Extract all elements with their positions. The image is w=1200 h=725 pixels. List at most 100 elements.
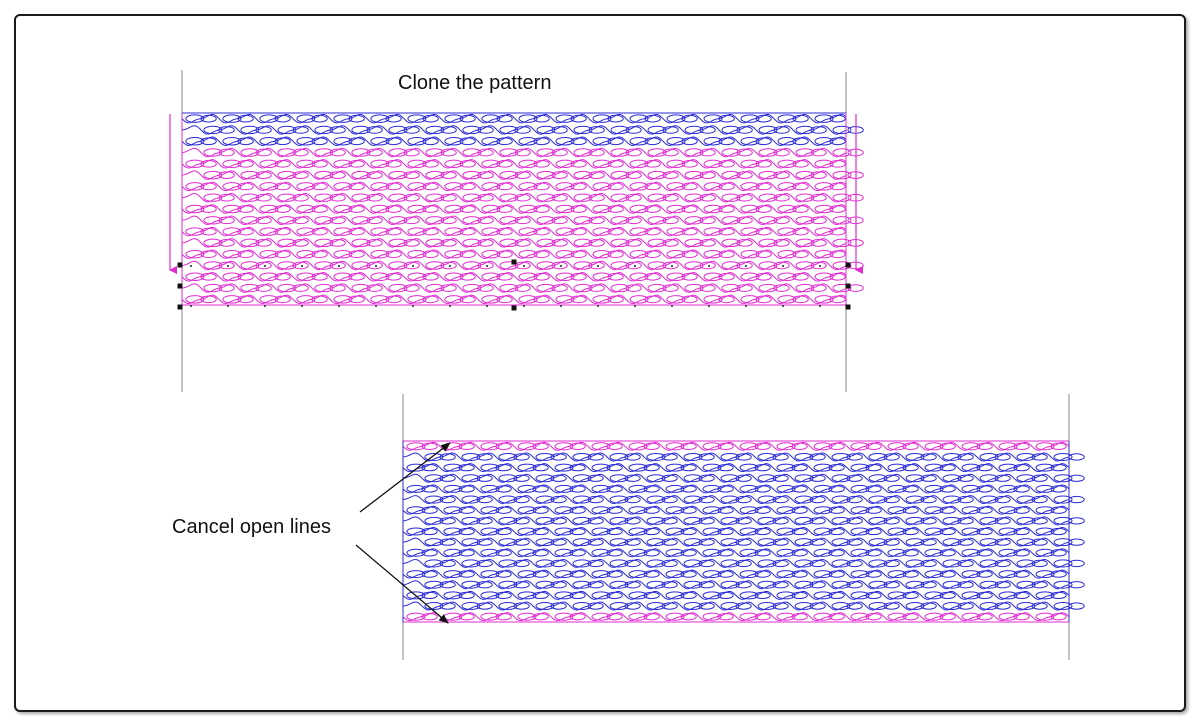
pattern-loop: [385, 114, 402, 123]
selection-node-mark: [634, 265, 636, 267]
selection-handle[interactable]: [511, 305, 517, 311]
selection-handle[interactable]: [177, 283, 183, 289]
pattern-loop: [831, 495, 851, 504]
pattern-loop: [624, 453, 641, 461]
pattern-loop: [720, 452, 740, 461]
pattern-loop: [776, 506, 796, 515]
pattern-loop: [476, 602, 493, 610]
pattern-loop: [606, 613, 623, 621]
pattern-loop: [461, 602, 481, 611]
pattern-loop: [739, 463, 759, 472]
pattern-loop: [554, 591, 574, 600]
pattern-loop: [296, 249, 316, 259]
pattern-loop: [629, 182, 649, 191]
pattern-loop: [957, 474, 974, 482]
pattern-loop: [311, 182, 328, 191]
pattern-loop: [461, 559, 481, 568]
pattern-loop: [592, 137, 612, 146]
pattern-loop: [757, 516, 777, 525]
pattern-loop: [517, 506, 537, 515]
pattern-loop: [629, 295, 649, 304]
figure-frame: [14, 14, 1186, 712]
pattern-loop: [443, 591, 463, 600]
pattern-loop: [498, 495, 518, 504]
pattern-loop: [625, 261, 642, 270]
pattern-loop: [1035, 484, 1055, 493]
pattern-loop: [717, 527, 734, 536]
pattern-loop: [496, 272, 513, 281]
pattern-loop: [329, 216, 346, 225]
pattern-loop: [832, 216, 852, 225]
selection-handle[interactable]: [845, 304, 851, 310]
pattern-loop: [832, 170, 852, 180]
pattern-loop: [850, 527, 870, 536]
pattern-loop: [610, 261, 630, 270]
pattern-loop: [499, 148, 519, 157]
pattern-loop: [592, 272, 612, 281]
pattern-loop: [518, 295, 538, 304]
pattern-loop: [646, 559, 666, 568]
pattern-loop: [462, 261, 482, 270]
pattern-loop: [535, 495, 555, 504]
pattern-loop: [481, 114, 501, 123]
pattern-loop: [795, 261, 815, 270]
pattern-loop: [905, 516, 925, 525]
pattern-loop: [514, 216, 531, 225]
pattern-loop: [314, 216, 334, 225]
pattern-loop: [406, 484, 426, 493]
pattern-loop: [758, 261, 778, 270]
pattern-loop: [1016, 538, 1036, 547]
pattern-loop: [865, 442, 882, 450]
pattern-loop: [846, 453, 863, 461]
pattern-loop: [555, 272, 575, 281]
pattern-loop: [961, 527, 981, 536]
pattern-loop: [314, 261, 334, 270]
pattern-loop: [498, 559, 518, 568]
selection-handle[interactable]: [845, 283, 851, 289]
pattern-loop: [496, 205, 513, 213]
pattern-loop: [496, 137, 513, 146]
pattern-loop: [481, 295, 501, 304]
selection-handle[interactable]: [177, 262, 183, 268]
pattern-loop: [495, 506, 512, 514]
pattern-row-line: [402, 612, 1070, 622]
selection-handle[interactable]: [177, 304, 183, 310]
pattern-loop: [699, 126, 716, 134]
pattern-loop: [292, 284, 309, 292]
pattern-loop: [680, 591, 697, 600]
pattern-loop: [480, 484, 500, 493]
pattern-loop: [569, 506, 586, 514]
pattern-loop: [625, 216, 642, 225]
selection-handle[interactable]: [511, 259, 517, 265]
pattern-loop: [536, 261, 556, 270]
pattern-loop: [203, 238, 223, 248]
pattern-loop: [754, 506, 771, 514]
selection-node-mark: [671, 265, 673, 267]
pattern-loop: [832, 283, 852, 293]
pattern-loop: [684, 238, 704, 248]
pattern-loop: [791, 485, 808, 493]
selection-box[interactable]: [177, 259, 851, 311]
pattern-loop: [533, 137, 550, 146]
pattern-loop: [628, 484, 648, 493]
pattern-loop: [458, 463, 475, 472]
pattern-loop: [551, 284, 568, 292]
pattern-loop: [1053, 559, 1073, 568]
pattern-loop: [535, 516, 555, 525]
pattern-loop: [961, 442, 981, 451]
pattern-loop: [961, 463, 981, 472]
pattern-loop: [942, 580, 962, 589]
pattern-loop: [942, 559, 962, 568]
pattern-loop: [957, 559, 974, 568]
pattern-loop: [810, 216, 827, 225]
pattern-loop: [739, 548, 759, 557]
pattern-loop: [1013, 442, 1030, 450]
pattern-loop: [255, 148, 272, 157]
pattern-loop: [237, 114, 254, 123]
pattern-loop: [772, 517, 789, 525]
pattern-loop: [795, 125, 815, 135]
pattern-loop: [684, 170, 704, 180]
pattern-loop: [814, 137, 834, 146]
pattern-loop: [218, 193, 235, 202]
selection-handle[interactable]: [845, 262, 851, 268]
